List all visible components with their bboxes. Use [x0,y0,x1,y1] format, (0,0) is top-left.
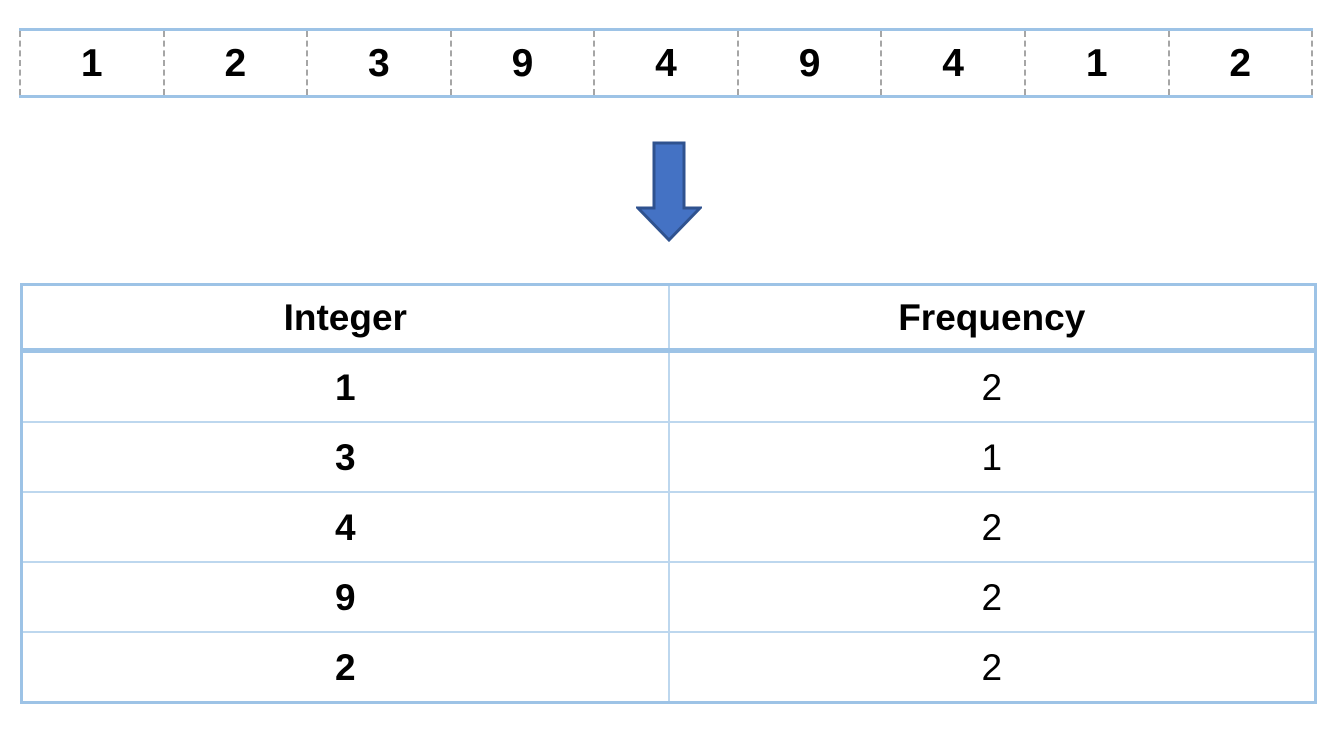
table-row: 1 2 [20,349,1317,423]
array-cell: 3 [306,31,450,95]
frequency-cell: 2 [667,349,1317,423]
array-cell: 2 [1167,31,1314,95]
integer-cell: 1 [20,349,670,423]
integer-cell: 3 [20,421,670,493]
down-arrow-icon [636,141,702,243]
array-cell: 9 [449,31,594,95]
frequency-cell: 2 [667,631,1317,704]
integer-cell: 2 [20,631,670,704]
frequency-header: Frequency [667,283,1317,353]
array-cell: 2 [162,31,307,95]
frequency-cell: 2 [667,491,1317,563]
array-cell: 1 [1023,31,1168,95]
frequency-cell: 2 [667,561,1317,633]
array-cell: 4 [593,31,737,95]
frequency-cell: 1 [667,421,1317,493]
table-row: 4 2 [20,491,1317,563]
array-cell: 1 [19,31,163,95]
integer-array-strip: 1 2 3 9 4 9 4 1 2 [19,28,1314,98]
integer-header: Integer [20,283,670,353]
arrow-container [0,141,1338,243]
table-row: 3 1 [20,421,1317,493]
integer-cell: 9 [20,561,670,633]
frequency-table: Integer Frequency 1 2 3 1 4 2 9 2 2 [20,283,1317,704]
array-cell: 9 [736,31,881,95]
table-header-row: Integer Frequency [20,283,1317,353]
table-row: 9 2 [20,561,1317,633]
integer-cell: 4 [20,491,670,563]
array-cell: 4 [880,31,1024,95]
table-row: 2 2 [20,631,1317,704]
